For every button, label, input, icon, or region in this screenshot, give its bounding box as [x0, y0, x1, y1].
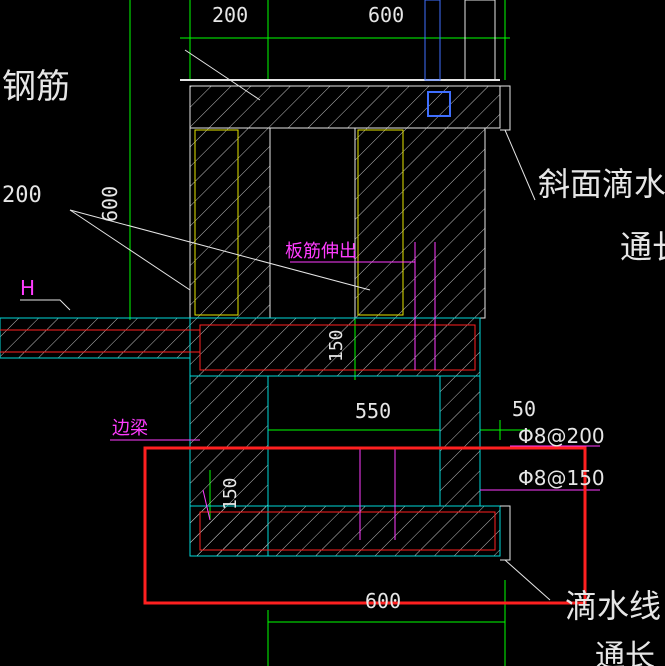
label-rebar-2: Φ8@150 — [518, 466, 605, 490]
annotation-leaders — [110, 242, 600, 540]
label-rebar-partial: 钢筋 — [2, 67, 70, 107]
dim-vert-600: 600 — [98, 186, 122, 222]
dim-bottom-600: 600 — [365, 589, 401, 613]
dim-left-200: 200 — [2, 183, 42, 208]
concrete-section — [0, 0, 511, 561]
label-edge-beam: 边梁 — [112, 418, 148, 439]
label-drip-line-2: 通长 — [595, 639, 655, 666]
label-slab-bar-out: 板筋伸出 — [285, 241, 357, 262]
highlight-box — [143, 446, 587, 605]
dim-bottom-150: 150 — [220, 477, 241, 510]
leader-lines — [20, 49, 551, 601]
dim-top-200: 200 — [212, 3, 248, 27]
label-level-mark: H — [20, 276, 35, 300]
label-rebar-1: Φ8@200 — [518, 424, 605, 448]
dim-slab-150: 150 — [326, 329, 347, 362]
dim-offset-50: 50 — [512, 397, 536, 421]
label-slope-drip-2: 通长 — [620, 228, 665, 266]
dim-opening-550: 550 — [355, 399, 391, 423]
label-slope-drip-1: 斜面滴水 — [538, 165, 665, 203]
rebar — [0, 324, 496, 551]
label-drip-line-1: 滴水线 — [565, 587, 661, 625]
dim-top-600: 600 — [368, 3, 404, 27]
